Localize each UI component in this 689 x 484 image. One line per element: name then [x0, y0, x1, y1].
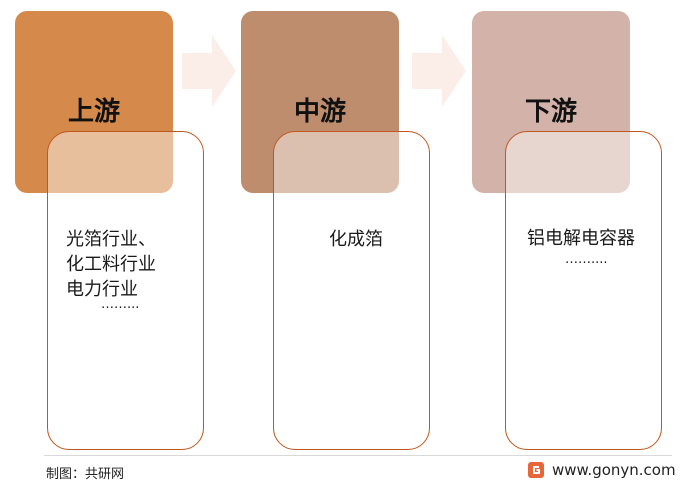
card-midstream: 化成箔: [273, 131, 430, 450]
footer-divider: [44, 455, 672, 456]
card-item: 化成箔: [329, 229, 383, 250]
stage-box-upstream: 上游: [15, 11, 173, 193]
footer-credit: 制图：共研网: [46, 467, 125, 482]
card-downstream: 铝电解电容器 ……....: [505, 131, 662, 450]
stage-box-midstream: 中游: [241, 11, 399, 193]
card-upstream: 光箔行业、 化工料行业 电力行业 ……...: [47, 131, 204, 450]
arrow-right-icon: [412, 35, 466, 107]
footer-url: www.gonyn.com: [552, 461, 676, 479]
card-ellipsis: ……...: [101, 297, 140, 312]
arrow-right-icon: [182, 35, 236, 107]
stage-title-midstream: 中游: [293, 97, 346, 127]
stage-title-downstream: 下游: [524, 97, 577, 127]
card-item: 化工料行业: [66, 254, 156, 275]
card-item: 光箔行业、: [66, 229, 156, 250]
stage-title-upstream: 上游: [67, 97, 120, 127]
stage-box-downstream: 下游: [472, 11, 630, 193]
brand-logo-icon: [528, 462, 544, 478]
card-item: 铝电解电容器: [527, 228, 635, 249]
card-ellipsis: ……....: [565, 252, 608, 267]
card-item: 电力行业: [66, 279, 138, 300]
